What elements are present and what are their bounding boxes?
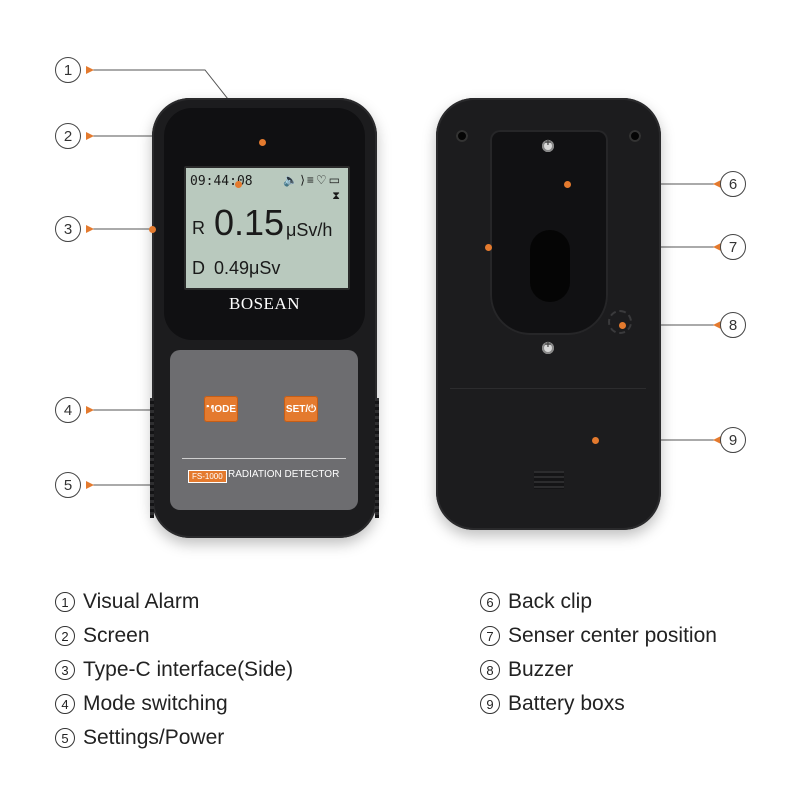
- battery-box: [450, 388, 646, 499]
- legend-label: Settings/Power: [83, 726, 225, 749]
- legend-item-8: 8 Buzzer: [480, 658, 573, 682]
- panel-title: RADIATION DETECTOR: [228, 469, 340, 480]
- marker-dot-5: [289, 414, 296, 421]
- detector-back: [436, 98, 661, 530]
- legend-number: 2: [55, 626, 75, 646]
- legend-number: 9: [480, 694, 500, 714]
- legend-item-9: 9 Battery boxs: [480, 692, 625, 716]
- back-clip: [490, 130, 608, 335]
- marker-dot-2: [235, 181, 242, 188]
- marker-dot-7: [485, 244, 492, 251]
- rate-unit: μSv/h: [286, 220, 333, 240]
- control-panel: MODE SET/⏻ FS-1000 RADIATION DETECTOR: [170, 350, 358, 510]
- marker-dot-8: [619, 322, 626, 329]
- legend-item-3: 3 Type-C interface(Side): [55, 658, 293, 682]
- rate-label: R: [192, 218, 205, 238]
- legend-number: 5: [55, 728, 75, 748]
- callout-1: 1: [55, 57, 81, 83]
- legend-item-5: 5 Settings/Power: [55, 726, 224, 750]
- clip-screw-bottom: [542, 339, 554, 354]
- marker-dot-6: [564, 181, 571, 188]
- legend-label: Visual Alarm: [83, 590, 200, 613]
- legend-label: Battery boxs: [508, 692, 625, 715]
- legend-label: Screen: [83, 624, 150, 647]
- rate-value: 0.15: [214, 202, 285, 243]
- legend-item-7: 7 Senser center position: [480, 624, 717, 648]
- legend-number: 6: [480, 592, 500, 612]
- callout-9: 9: [720, 427, 746, 453]
- screw-hole-right: [629, 130, 641, 142]
- side-grip-left: [150, 398, 154, 518]
- legend-number: 1: [55, 592, 75, 612]
- brand-logo: BOSEAN: [228, 294, 300, 313]
- marker-dot-1: [259, 139, 266, 146]
- battery-door-grip: [534, 471, 564, 489]
- legend-number: 3: [55, 660, 75, 680]
- side-grip-right: [375, 398, 379, 518]
- panel-divider: [182, 458, 346, 459]
- status-icons: 🔈⟩≡♡▭: [283, 173, 342, 187]
- legend-item-6: 6 Back clip: [480, 590, 592, 614]
- screw-hole-left: [456, 130, 468, 142]
- hourglass-icon: ⧗: [332, 190, 340, 202]
- callout-5: 5: [55, 472, 81, 498]
- legend-item-2: 2 Screen: [55, 624, 150, 648]
- legend-label: Back clip: [508, 590, 593, 613]
- legend-number: 4: [55, 694, 75, 714]
- marker-dot-9: [592, 437, 599, 444]
- callout-3: 3: [55, 216, 81, 242]
- marker-dot-3: [149, 226, 156, 233]
- buzzer-grille: [608, 310, 632, 334]
- model-tag: FS-1000: [188, 470, 227, 483]
- lcd-screen: 09:44:08 🔈⟩≡♡▭ ⧗ R 0.15 μSv/h D 0.49μSv: [184, 166, 350, 290]
- screen-time: 09:44:08: [190, 174, 253, 189]
- legend-label: Senser center position: [508, 624, 717, 647]
- legend-number: 8: [480, 660, 500, 680]
- legend-item-1: 1 Visual Alarm: [55, 590, 199, 614]
- detector-front: 09:44:08 🔈⟩≡♡▭ ⧗ R 0.15 μSv/h D 0.49μSv …: [150, 98, 379, 538]
- legend-label: Mode switching: [83, 692, 228, 715]
- callout-4: 4: [55, 397, 81, 423]
- legend-label: Buzzer: [508, 658, 574, 681]
- clip-screw-top: [542, 137, 554, 152]
- marker-dot-4: [205, 407, 212, 414]
- dose-label: D: [192, 258, 205, 278]
- clip-slot: [530, 230, 570, 302]
- callout-2: 2: [55, 123, 81, 149]
- callout-6: 6: [720, 171, 746, 197]
- legend-label: Type-C interface(Side): [83, 658, 294, 681]
- legend-number: 7: [480, 626, 500, 646]
- legend-item-4: 4 Mode switching: [55, 692, 228, 716]
- callout-7: 7: [720, 234, 746, 260]
- callout-8: 8: [720, 312, 746, 338]
- dose-value: 0.49μSv: [214, 258, 281, 278]
